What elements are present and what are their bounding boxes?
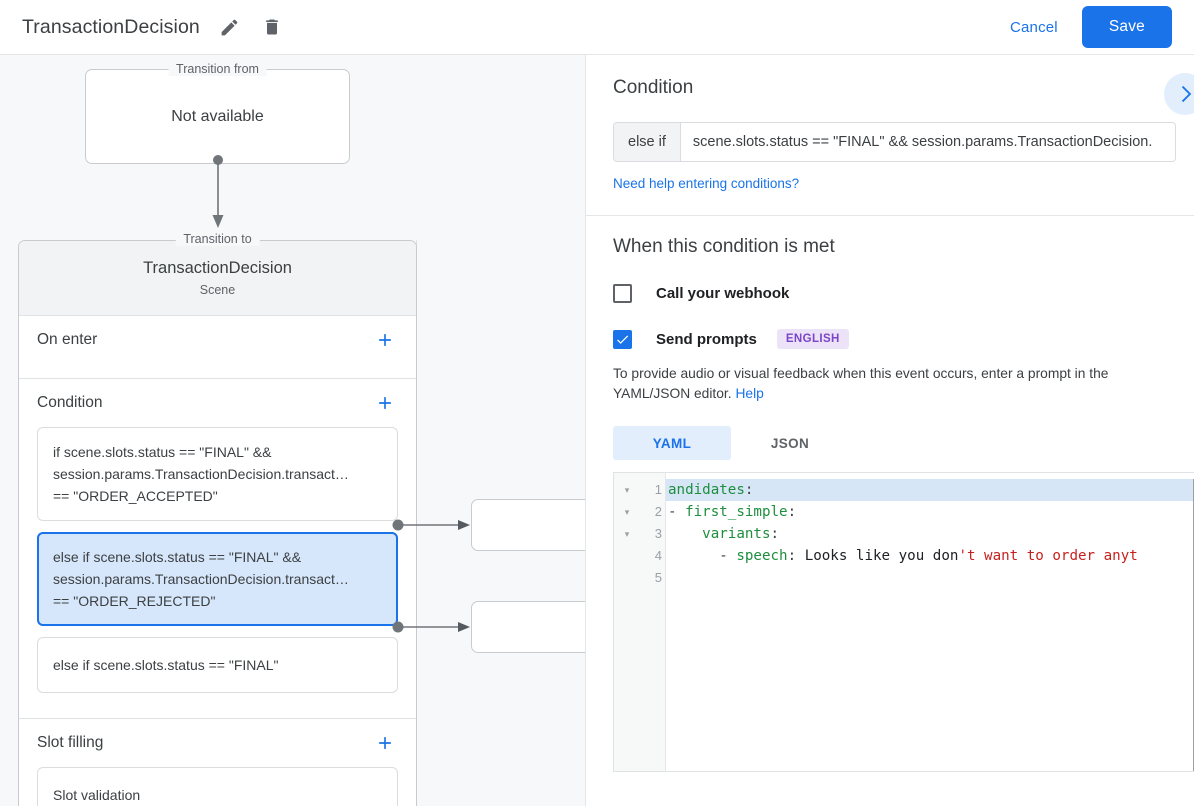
section-on-enter: On enter: [19, 316, 416, 379]
tab-yaml[interactable]: YAML: [613, 426, 731, 460]
line-number: 4: [654, 548, 662, 563]
page-title: TransactionDecision: [22, 15, 200, 38]
fold-caret-icon: [614, 545, 640, 567]
line-number: 3: [654, 526, 662, 541]
condition-input-row: else if: [613, 122, 1176, 162]
fold-caret-icon[interactable]: ▾: [624, 529, 630, 539]
chevron-right-icon[interactable]: [1164, 73, 1194, 115]
flow-canvas: Transition from Not available Transactio…: [0, 55, 585, 806]
transition-from-card[interactable]: Transition from Not available: [85, 62, 350, 164]
section-header-on-enter: On enter: [37, 316, 398, 364]
editor-code-area[interactable]: andidates: - first_simple: variants: - sp…: [666, 473, 1194, 771]
line-number: 1: [654, 482, 662, 497]
section-title-slot-filling: Slot filling: [37, 734, 104, 751]
target-node-1[interactable]: [471, 499, 585, 551]
scene-card-header[interactable]: TransactionDecision Scene: [19, 241, 416, 316]
section-header-slot-filling: Slot filling: [37, 719, 398, 767]
code-line[interactable]: variants:: [702, 526, 780, 542]
trash-icon[interactable]: [260, 15, 284, 39]
section-slot-filling: Slot filling Slot validation: [19, 719, 416, 806]
transition-to-legend: Transition to: [175, 232, 260, 246]
add-on-enter-icon[interactable]: [372, 327, 398, 353]
webhook-row: Call your webhook: [613, 284, 1167, 303]
condition-expression-input[interactable]: [680, 123, 1175, 161]
prompt-help-link[interactable]: Help: [735, 386, 764, 401]
condition-connector-2: [392, 621, 470, 633]
editor-format-tabs: YAML JSON: [613, 426, 1167, 460]
code-line[interactable]: [666, 567, 1194, 589]
code-line[interactable]: - speech: Looks like you don't want to o…: [668, 548, 1138, 564]
condition-item[interactable]: if scene.slots.status == "FINAL" && sess…: [37, 427, 398, 521]
condition-heading: Condition: [613, 77, 694, 98]
editor-fold-column[interactable]: ▾ ▾ ▾: [614, 473, 640, 771]
prompt-description: To provide audio or visual feedback when…: [613, 364, 1167, 404]
condition-connector-1: [392, 519, 470, 531]
scene-card: TransactionDecision Scene On enter Condi…: [18, 240, 417, 806]
condition-item[interactable]: else if scene.slots.status == "FINAL": [37, 637, 398, 693]
call-webhook-checkbox[interactable]: [613, 284, 632, 303]
section-title-condition: Condition: [37, 394, 103, 411]
line-number: 5: [654, 570, 662, 585]
scene-type: Scene: [199, 283, 236, 297]
editor-line-numbers: 1 2 3 4 5: [640, 473, 666, 771]
fold-caret-icon[interactable]: ▾: [624, 485, 630, 495]
condition-prefix-label: else if: [614, 123, 681, 161]
condition-section: Condition else if Need help entering con…: [586, 55, 1194, 216]
when-condition-met-section: When this condition is met Call your web…: [586, 216, 1194, 772]
scene-name: TransactionDecision: [143, 259, 292, 277]
top-app-bar: TransactionDecision Cancel Save: [0, 0, 1194, 55]
condition-help-link[interactable]: Need help entering conditions?: [613, 176, 800, 191]
target-node-2[interactable]: [471, 601, 585, 653]
when-met-heading: When this condition is met: [613, 236, 835, 257]
fold-caret-icon: [614, 567, 640, 589]
details-panel: Condition else if Need help entering con…: [585, 55, 1194, 806]
code-editor[interactable]: ▾ ▾ ▾ 1 2 3 4 5 andidates: - first_simple: vari…: [613, 472, 1194, 772]
condition-item-selected[interactable]: else if scene.slots.status == "FINAL" &&…: [37, 532, 398, 626]
line-number: 2: [654, 504, 662, 519]
section-header-condition: Condition: [37, 379, 398, 427]
section-title-on-enter: On enter: [37, 331, 98, 348]
cancel-button[interactable]: Cancel: [998, 11, 1070, 44]
slot-filling-item[interactable]: Slot validation: [37, 767, 398, 806]
call-webhook-label: Call your webhook: [656, 285, 790, 302]
send-prompts-row: Send prompts ENGLISH: [613, 329, 1167, 349]
add-condition-icon[interactable]: [372, 390, 398, 416]
transition-from-value: Not available: [171, 107, 264, 125]
add-slot-filling-icon[interactable]: [372, 730, 398, 756]
prompt-description-text: To provide audio or visual feedback when…: [613, 366, 1109, 401]
section-condition: Condition if scene.slots.status == "FINA…: [19, 379, 416, 719]
section-divider: [586, 215, 1194, 216]
flow-connector-arrow: [212, 155, 224, 228]
code-line[interactable]: andidates:: [666, 479, 1194, 501]
transition-from-legend: Transition from: [168, 62, 267, 76]
fold-caret-icon[interactable]: ▾: [624, 507, 630, 517]
send-prompts-checkbox[interactable]: [613, 329, 632, 349]
code-line[interactable]: - first_simple:: [668, 504, 797, 520]
pencil-icon[interactable]: [218, 15, 242, 39]
save-button[interactable]: Save: [1081, 6, 1172, 48]
tab-json[interactable]: JSON: [770, 435, 810, 451]
language-badge: ENGLISH: [776, 329, 849, 349]
send-prompts-label: Send prompts: [656, 330, 757, 348]
